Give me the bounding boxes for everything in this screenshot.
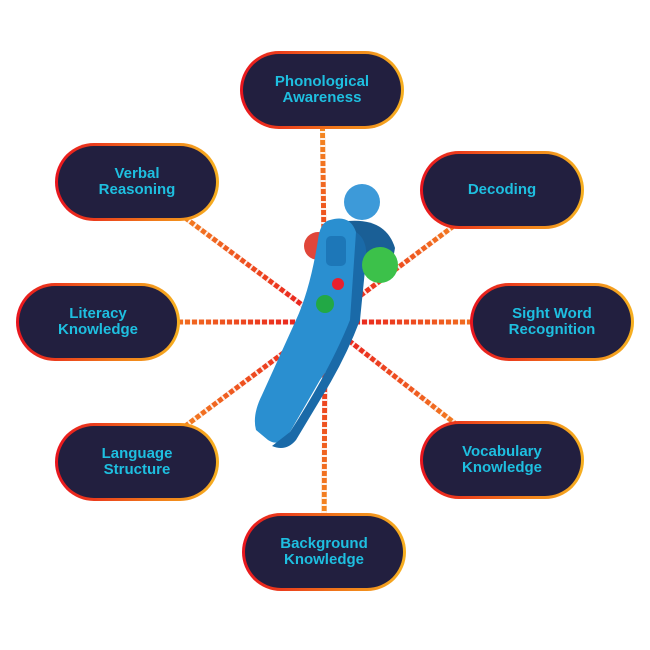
skill-label: Literacy Knowledge xyxy=(19,286,177,358)
speaker-grille xyxy=(326,236,346,266)
skill-node-language-structure: Language Structure xyxy=(55,423,219,501)
skill-node-decoding: Decoding xyxy=(420,151,584,229)
reading-pen-device xyxy=(254,184,398,448)
blue-ball xyxy=(344,184,380,220)
rope-stripes-vocabulary-knowledge xyxy=(323,320,504,462)
green-ball xyxy=(362,247,398,283)
skill-node-literacy-knowledge: Literacy Knowledge xyxy=(16,283,180,361)
skill-node-verbal-reasoning: Verbal Reasoning xyxy=(55,143,219,221)
skill-node-phonological-awareness: Phonological Awareness xyxy=(240,51,404,129)
skill-label: Phonological Awareness xyxy=(243,54,401,126)
skill-label: Decoding xyxy=(423,154,581,226)
skill-label: Sight Word Recognition xyxy=(473,286,631,358)
green-button xyxy=(316,295,334,313)
skill-label: Background Knowledge xyxy=(245,516,403,588)
skill-node-sight-word-recognition: Sight Word Recognition xyxy=(470,283,634,361)
skill-label: Vocabulary Knowledge xyxy=(423,424,581,496)
red-button xyxy=(332,278,344,290)
skill-label: Verbal Reasoning xyxy=(58,146,216,218)
skill-node-background-knowledge: Background Knowledge xyxy=(242,513,406,591)
skill-node-vocabulary-knowledge: Vocabulary Knowledge xyxy=(420,421,584,499)
skill-label: Language Structure xyxy=(58,426,216,498)
